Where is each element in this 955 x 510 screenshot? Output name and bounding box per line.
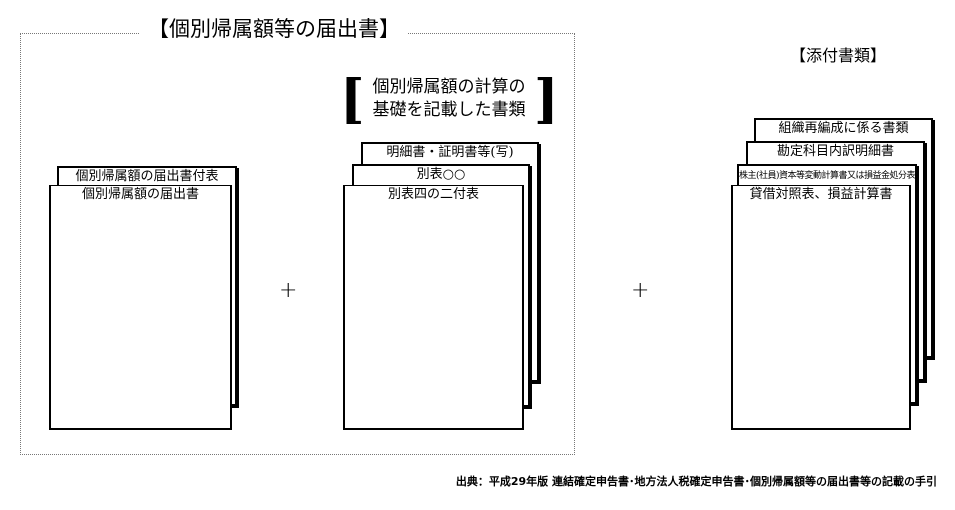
sheet-label: 個別帰属額の届出書 (81, 187, 199, 202)
basis-title-line2: 基礎を記載した書類 (372, 100, 526, 120)
plus-operator-2: + (631, 278, 650, 303)
sheet-label: 別表四の二付表 (387, 187, 479, 202)
attachments-group-title: 【添付書類】 (790, 46, 887, 65)
notification-group-title: 【個別帰属額等の届出書】 (140, 14, 408, 44)
sheet-label: 別表○○ (416, 167, 466, 182)
source-note: 出典：平成29年版 連結確定申告書･地方法人税確定申告書･個別帰属額等の届出書等… (455, 475, 937, 488)
sheet-schedule-4-2-appendix: 別表四の二付表 (343, 185, 524, 430)
sheet-label: 勘定科目内訳明細書 (776, 144, 894, 159)
left-bracket-glyph: [ (340, 69, 365, 130)
basis-title-lines: 個別帰属額の計算の 基礎を記載した書類 (364, 76, 534, 122)
basis-title-line1: 個別帰属額の計算の (372, 77, 526, 97)
sheet-label: 貸借対照表、損益計算書 (749, 187, 893, 202)
sheet-label: 明細書・証明書等(写) (386, 145, 514, 160)
sheet-balance-sheet-pl: 貸借対照表、損益計算書 (731, 185, 911, 430)
basis-group-title: [ 個別帰属額の計算の 基礎を記載した書類 ] (340, 74, 559, 128)
sheet-label: 個別帰属額の届出書付表 (75, 169, 219, 184)
sheet-label: 組織再編成に係る書類 (778, 121, 909, 136)
sheet-label: 株主(社員)資本等変動計算書又は損益金処分表 (739, 171, 916, 181)
right-bracket-glyph: ] (534, 69, 559, 130)
plus-operator-1: + (279, 278, 298, 303)
sheet-notification-main: 個別帰属額の届出書 (49, 185, 232, 430)
